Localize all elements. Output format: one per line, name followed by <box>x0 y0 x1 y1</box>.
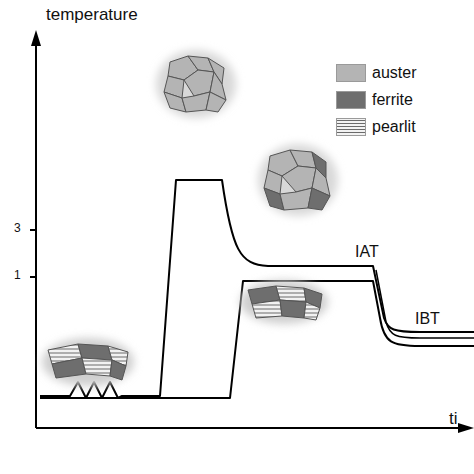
tick-label: 1 <box>14 269 21 282</box>
axis-title: ti <box>449 410 458 429</box>
legend-swatch <box>336 91 366 109</box>
microstructure-austenite <box>156 50 236 118</box>
microstructure-subcritical <box>240 280 328 324</box>
path-label: IAT <box>355 243 379 261</box>
axis-title: temperature <box>46 6 138 25</box>
legend-swatch <box>336 118 366 136</box>
legend-text: ferrite <box>372 91 413 109</box>
path-label: IBT <box>415 310 440 328</box>
legend-text: pearlit <box>372 118 416 136</box>
tick-label: 3 <box>14 222 21 235</box>
legend-text: auster <box>372 64 416 82</box>
microstructure-initial <box>42 338 134 386</box>
axes <box>30 30 474 433</box>
microstructure-intercritical <box>258 144 338 216</box>
temperature-curves <box>40 180 474 398</box>
legend-swatch <box>336 64 366 82</box>
